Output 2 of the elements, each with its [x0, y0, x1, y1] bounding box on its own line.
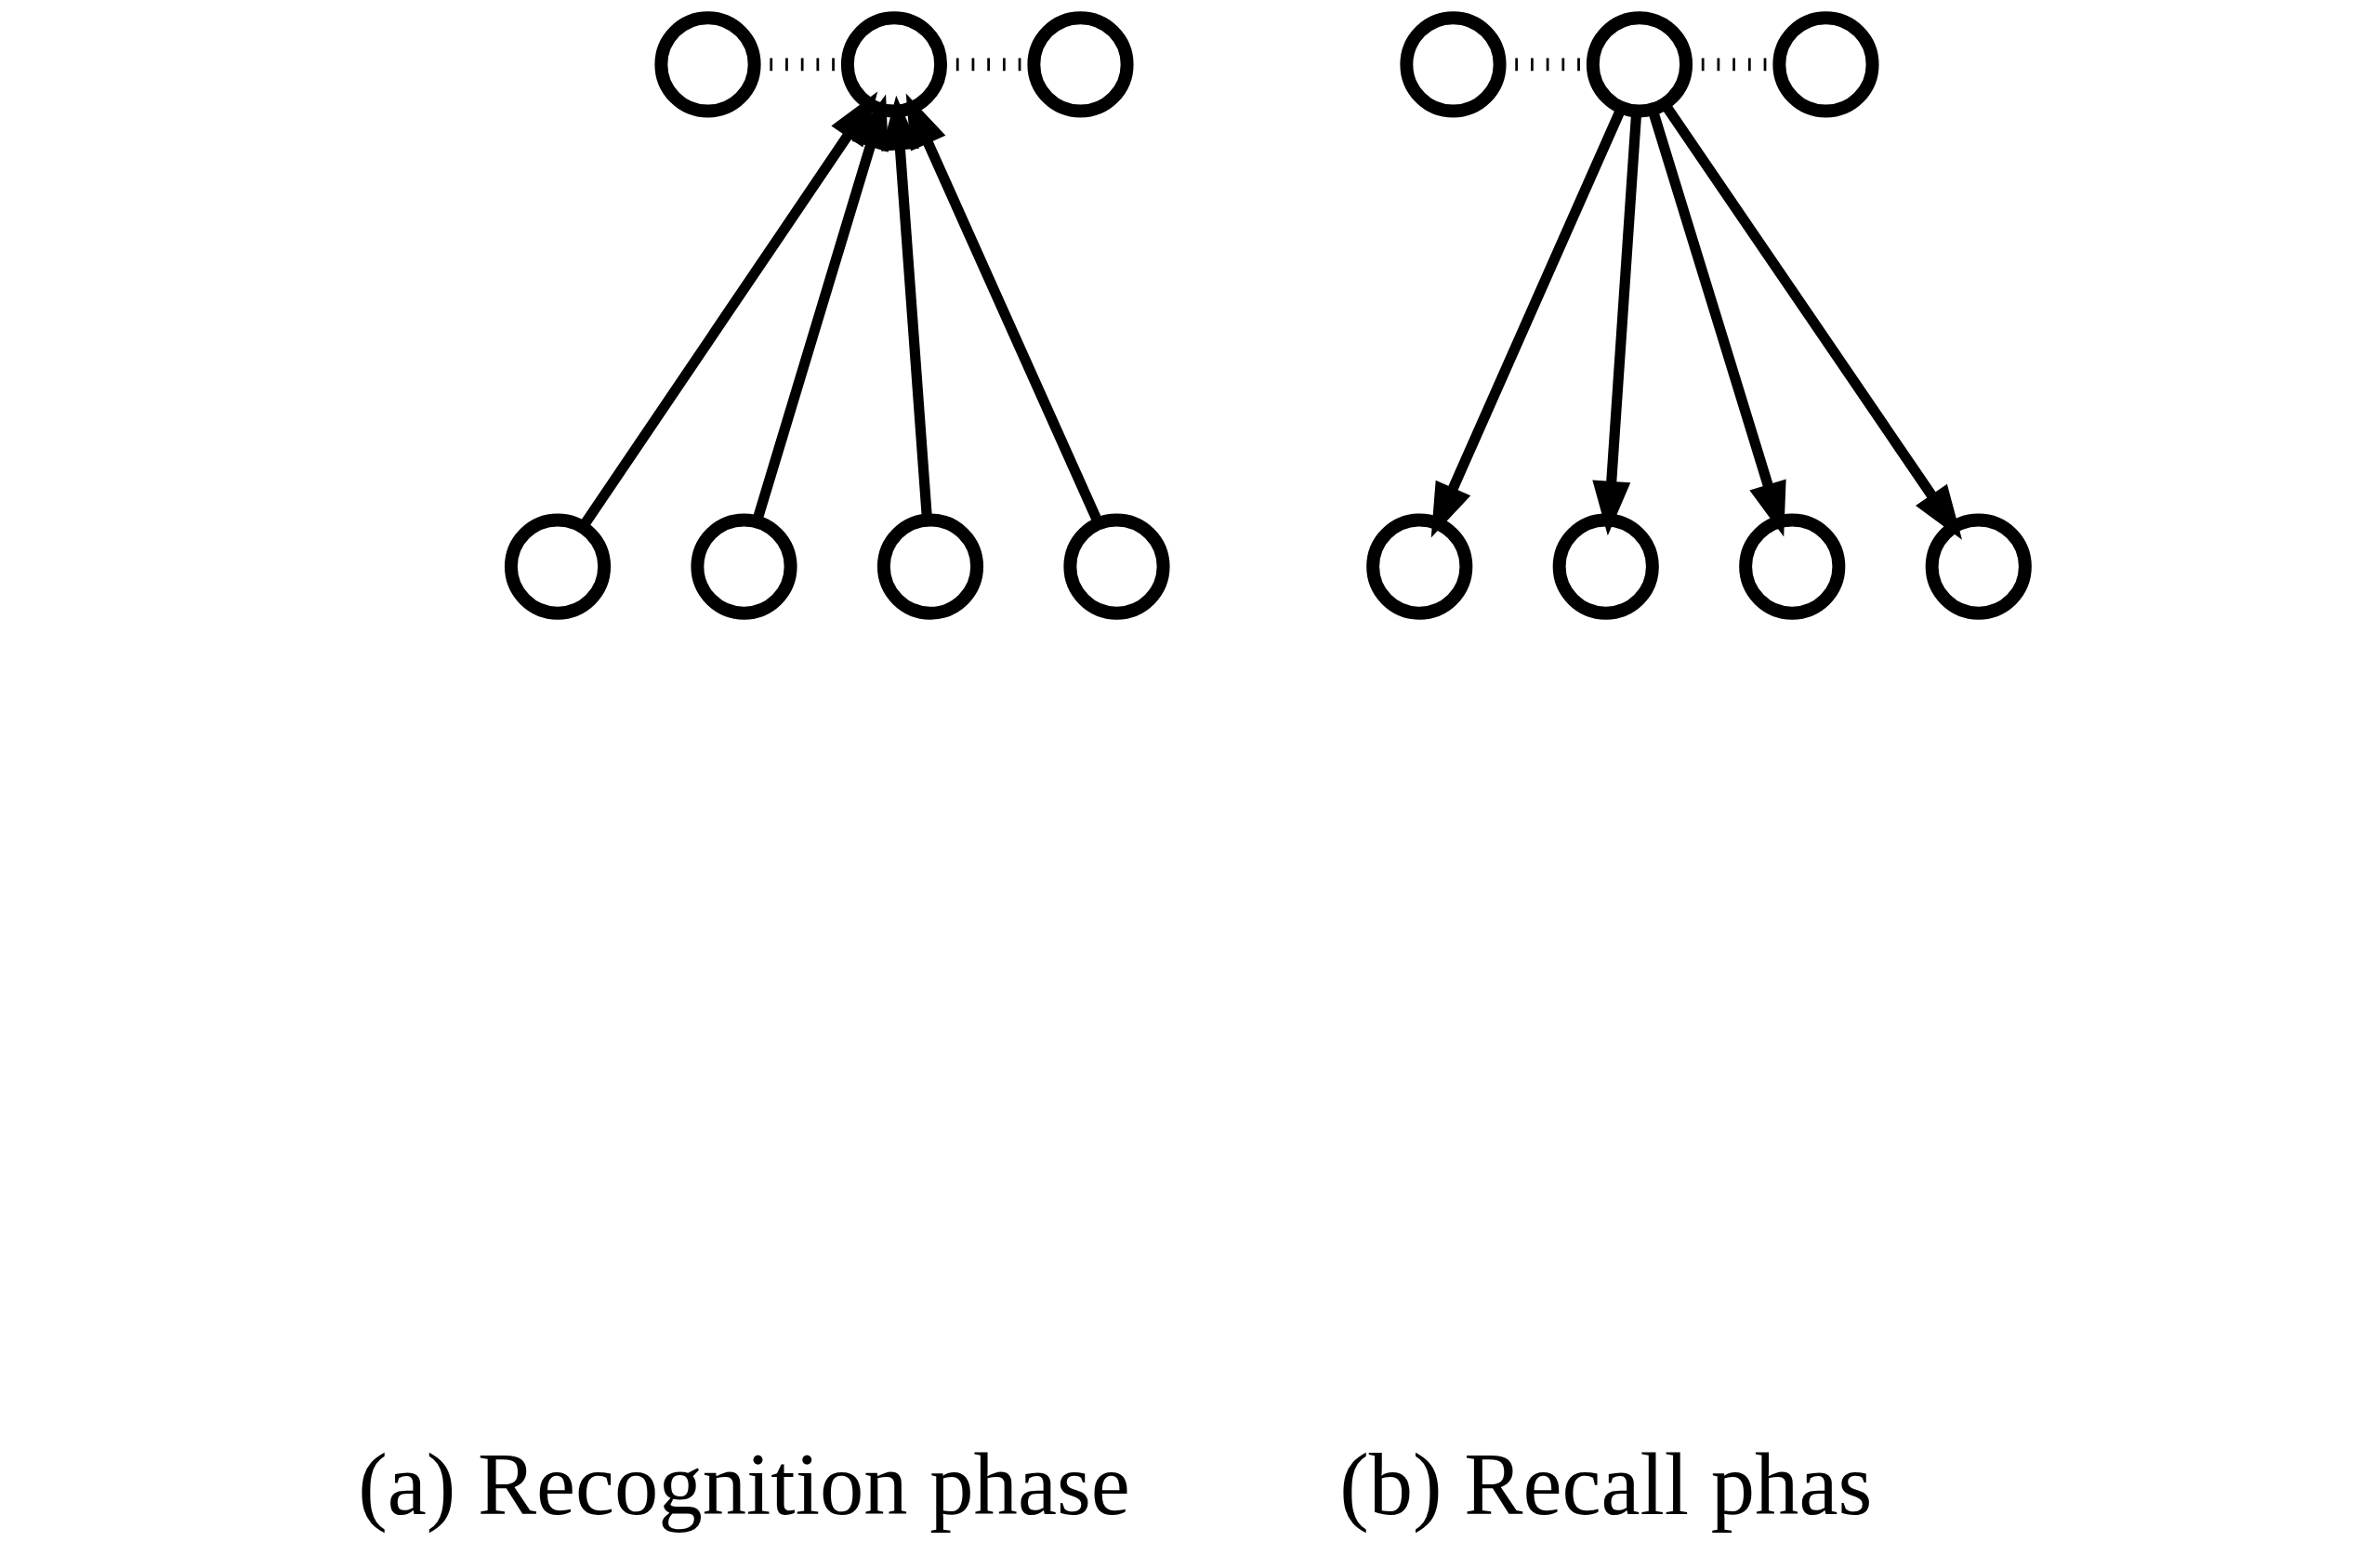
label: (b) Recall phas	[1338, 1436, 1872, 1534]
label: (a) Recognition phase	[357, 1436, 1130, 1534]
